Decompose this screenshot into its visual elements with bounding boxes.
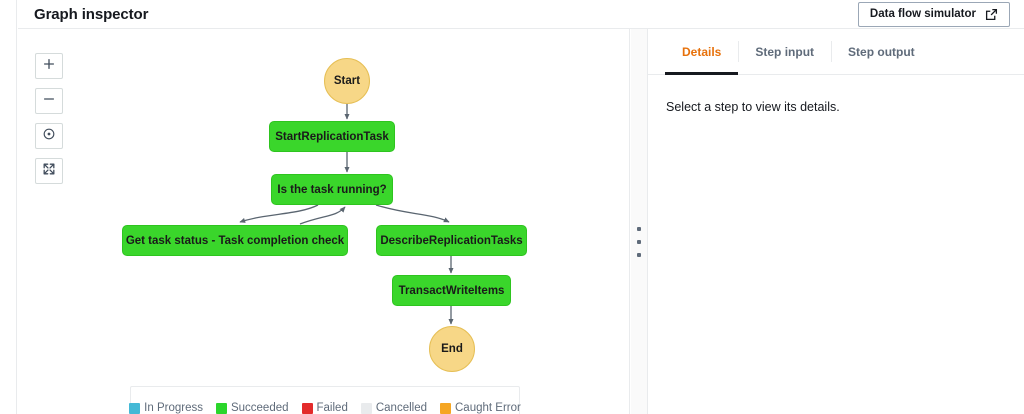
graph-node-label: TransactWriteItems (398, 284, 505, 297)
graph-edges (239, 104, 454, 325)
legend-item-caught-error: Caught Error (440, 402, 521, 414)
legend-swatch-cancelled (360, 402, 372, 414)
graph-node-label: Start (333, 75, 361, 87)
graph-zoom-controls (35, 53, 63, 184)
legend-label: Failed (316, 402, 348, 414)
tab-label: Details (682, 44, 722, 59)
legend-swatch-succeeded (215, 402, 227, 414)
header-divider (18, 28, 1024, 29)
graph-node-label: StartReplicationTask (275, 130, 389, 143)
expand-icon (42, 162, 56, 181)
details-empty-message: Select a step to view its details. (666, 100, 840, 114)
zoom-out-button[interactable] (35, 88, 63, 114)
minus-icon (42, 92, 56, 111)
center-view-button[interactable] (35, 123, 63, 149)
graph-node-label: DescribeReplicationTasks (380, 234, 523, 247)
legend-label: Succeeded (230, 402, 289, 414)
tab-step-input[interactable]: Step input (738, 29, 831, 74)
graph-node-label: Get task status - Task completion check (125, 234, 345, 247)
fullscreen-button[interactable] (35, 158, 63, 184)
data-flow-simulator-button[interactable]: Data flow simulator (857, 1, 1010, 27)
legend-label: Cancelled (375, 402, 427, 414)
graph-node-is-the-task-running[interactable]: Is the task running? (271, 174, 393, 205)
graph-node-end[interactable]: End (429, 326, 475, 372)
tab-details[interactable]: Details (665, 29, 739, 75)
drag-dot-icon (637, 227, 641, 231)
legend-item-cancelled: Cancelled (360, 402, 427, 414)
legend-swatch-failed (301, 402, 313, 414)
tab-step-output[interactable]: Step output (831, 29, 932, 74)
graph-canvas[interactable]: Start StartReplicationTask Is the task r… (18, 29, 629, 414)
target-icon (42, 127, 56, 146)
drag-dot-icon (637, 240, 641, 244)
details-tablist: Details Step input Step output (648, 29, 1024, 75)
page-header: Graph inspector Data flow simulator (18, 0, 1024, 28)
legend-item-succeeded: Succeeded (215, 402, 289, 414)
graph-node-transactwriteitems[interactable]: TransactWriteItems (392, 275, 511, 306)
legend-item-failed: Failed (301, 402, 348, 414)
legend-swatch-caught-error (440, 402, 451, 414)
graph-node-start[interactable]: Start (324, 58, 370, 104)
details-panel: Details Step input Step output Select a … (647, 29, 1024, 414)
tab-label: Step input (755, 44, 815, 59)
zoom-in-button[interactable] (35, 53, 63, 79)
graph-node-describereplicationtasks[interactable]: DescribeReplicationTasks (376, 225, 527, 256)
panel-resize-handle[interactable] (634, 227, 644, 257)
graph-node-label: End (441, 343, 463, 355)
legend-label: Caught Error (455, 402, 521, 414)
body-area: Start StartReplicationTask Is the task r… (18, 29, 1024, 414)
details-body: Select a step to view its details. (648, 75, 1024, 414)
legend-item-in-progress: In Progress (129, 402, 203, 414)
plus-icon (42, 57, 56, 76)
graph-node-label: Is the task running? (277, 183, 387, 196)
external-link-icon (985, 8, 998, 21)
drag-dot-icon (637, 253, 641, 257)
page-title: Graph inspector (34, 5, 149, 23)
legend-label: In Progress (144, 402, 203, 414)
panel-gap (631, 29, 647, 414)
data-flow-simulator-label: Data flow simulator (869, 8, 976, 20)
legend-swatch-in-progress (129, 402, 141, 414)
graph-panel: Start StartReplicationTask Is the task r… (18, 29, 630, 414)
graph-node-get-task-status[interactable]: Get task status - Task completion check (122, 225, 348, 256)
tab-label: Step output (848, 44, 915, 59)
graph-node-startreplicationtask[interactable]: StartReplicationTask (269, 121, 395, 152)
graph-status-legend: In Progress Succeeded Failed Cancelled C… (129, 386, 521, 414)
left-gutter (0, 0, 17, 414)
